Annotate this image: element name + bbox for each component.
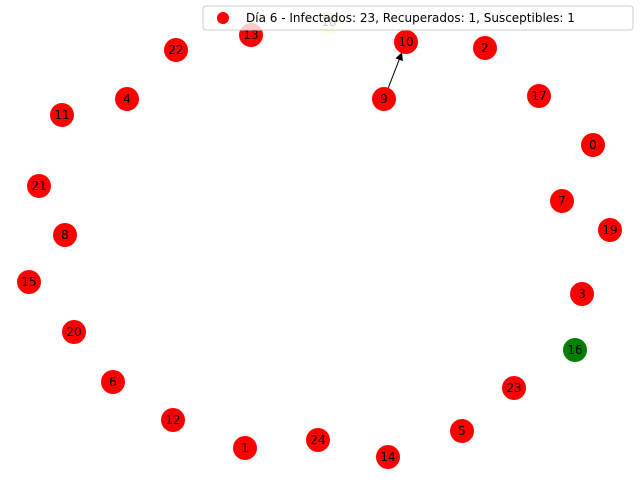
node-label: 2	[481, 41, 489, 55]
node-circle	[394, 30, 418, 54]
node-label: 9	[380, 92, 388, 106]
node-circle	[17, 270, 41, 294]
legend-box	[202, 5, 634, 31]
node-label: 4	[123, 92, 131, 106]
node-label: 10	[398, 35, 413, 49]
node-4: 4	[115, 87, 139, 111]
node-circle	[62, 320, 86, 344]
node-label: 0	[589, 138, 597, 152]
node-circle	[550, 189, 574, 213]
node-label: 1	[241, 441, 249, 455]
node-label: 24	[310, 433, 325, 447]
node-10: 10	[394, 30, 418, 54]
node-label: 23	[506, 381, 521, 395]
node-label: 19	[602, 223, 617, 237]
node-circle	[581, 133, 605, 157]
node-circle	[233, 436, 257, 460]
node-12: 12	[161, 408, 185, 432]
node-label: 8	[61, 228, 69, 242]
edges-layer	[387, 52, 403, 88]
node-circle	[372, 87, 396, 111]
node-22: 22	[164, 38, 188, 62]
node-20: 20	[62, 320, 86, 344]
node-circle	[502, 376, 526, 400]
node-label: 6	[109, 375, 117, 389]
node-label: 3	[578, 287, 586, 301]
node-circle	[563, 338, 587, 362]
node-15: 15	[17, 270, 41, 294]
node-circle	[50, 103, 74, 127]
node-3: 3	[570, 282, 594, 306]
node-label: 21	[31, 179, 46, 193]
edge-9-10	[387, 52, 403, 88]
node-circle	[570, 282, 594, 306]
node-label: 16	[567, 343, 582, 357]
node-circle	[53, 223, 77, 247]
node-circle	[101, 370, 125, 394]
legend-label: Día 6 - Infectados: 23, Recuperados: 1, …	[246, 11, 575, 25]
node-2: 2	[473, 36, 497, 60]
node-circle	[164, 38, 188, 62]
node-circle	[527, 84, 551, 108]
node-21: 21	[27, 174, 51, 198]
node-9: 9	[372, 87, 396, 111]
node-circle	[161, 408, 185, 432]
node-17: 17	[527, 84, 551, 108]
legend-marker-icon	[217, 12, 229, 24]
node-14: 14	[376, 445, 400, 469]
node-label: 11	[54, 108, 69, 122]
legend: Día 6 - Infectados: 23, Recuperados: 1, …	[202, 5, 634, 31]
node-6: 6	[101, 370, 125, 394]
node-11: 11	[50, 103, 74, 127]
node-circle	[450, 419, 474, 443]
node-label: 20	[66, 325, 81, 339]
node-23: 23	[502, 376, 526, 400]
node-0: 0	[581, 133, 605, 157]
node-circle	[306, 428, 330, 452]
node-7: 7	[550, 189, 574, 213]
node-circle	[598, 218, 622, 242]
node-5: 5	[450, 419, 474, 443]
node-circle	[376, 445, 400, 469]
node-label: 13	[243, 28, 258, 42]
node-label: 5	[458, 424, 466, 438]
node-label: 15	[21, 275, 36, 289]
node-label: 22	[168, 43, 183, 57]
node-circle	[115, 87, 139, 111]
nodes-layer: 0123456789101112131415161718192021222324	[17, 10, 622, 469]
node-label: 7	[558, 194, 566, 208]
node-circle	[473, 36, 497, 60]
node-circle	[27, 174, 51, 198]
node-24: 24	[306, 428, 330, 452]
node-label: 17	[531, 89, 546, 103]
node-label: 14	[380, 450, 395, 464]
node-label: 12	[165, 413, 180, 427]
node-19: 19	[598, 218, 622, 242]
node-8: 8	[53, 223, 77, 247]
node-1: 1	[233, 436, 257, 460]
node-16: 16	[563, 338, 587, 362]
